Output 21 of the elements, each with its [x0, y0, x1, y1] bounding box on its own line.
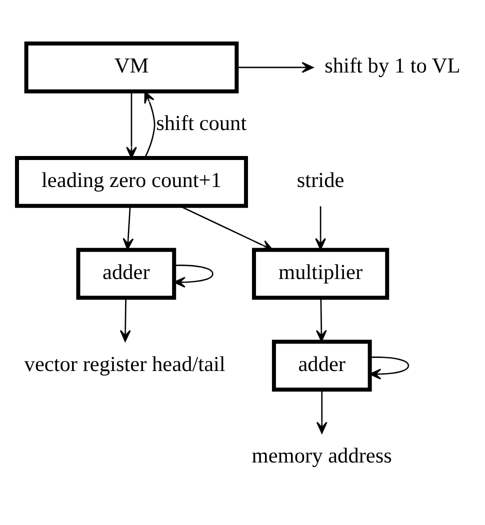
edge-label: shift count [156, 110, 246, 135]
arrow [144, 91, 155, 158]
arrow [119, 298, 130, 342]
arrow [315, 298, 326, 342]
node-box: multiplier [251, 248, 389, 300]
node-text: shift by 1 to VL [324, 54, 460, 78]
arrow [126, 92, 136, 159]
arrow [236, 62, 314, 73]
arrow [314, 206, 326, 250]
arrow [316, 390, 327, 434]
node-box: adder [76, 248, 176, 300]
arrow [173, 264, 213, 288]
node-box: adder [271, 340, 372, 392]
arrow [122, 206, 134, 250]
node-text: memory address [251, 444, 392, 468]
arrow [178, 205, 273, 250]
node-text: vector register head/tail [24, 352, 225, 376]
node-text: stride [296, 168, 344, 192]
node-box: leading zero count+1 [14, 156, 248, 208]
arrow [368, 356, 409, 380]
node-box: VM [24, 41, 238, 94]
